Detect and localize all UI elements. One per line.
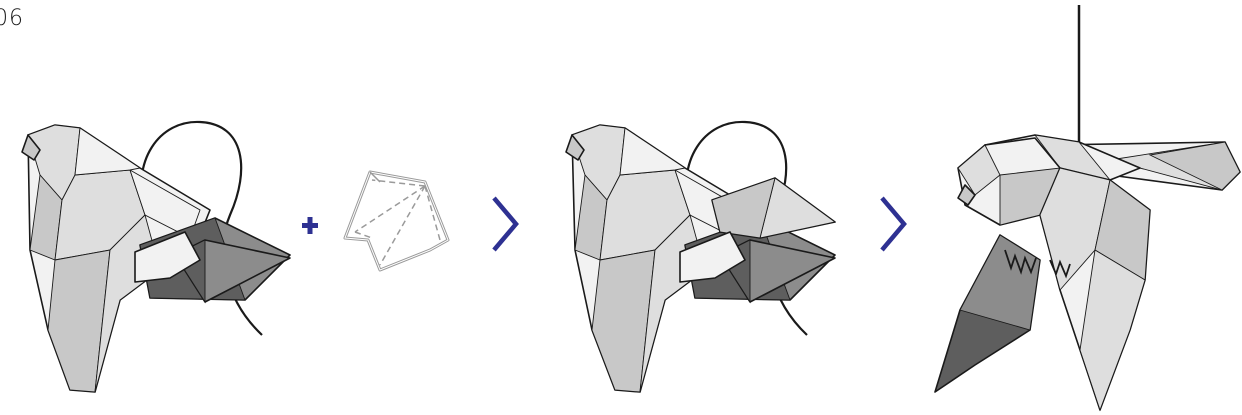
- bird-partial-2: [565, 120, 837, 393]
- chevron-right-icon: [492, 196, 519, 252]
- chevron-right-icon: [880, 196, 907, 252]
- step-number: 06: [0, 6, 24, 31]
- fold-part-diagram: [343, 170, 450, 272]
- plus-icon: [302, 217, 318, 234]
- bird-complete: [934, 5, 1241, 412]
- bird-partial-1: [21, 120, 291, 393]
